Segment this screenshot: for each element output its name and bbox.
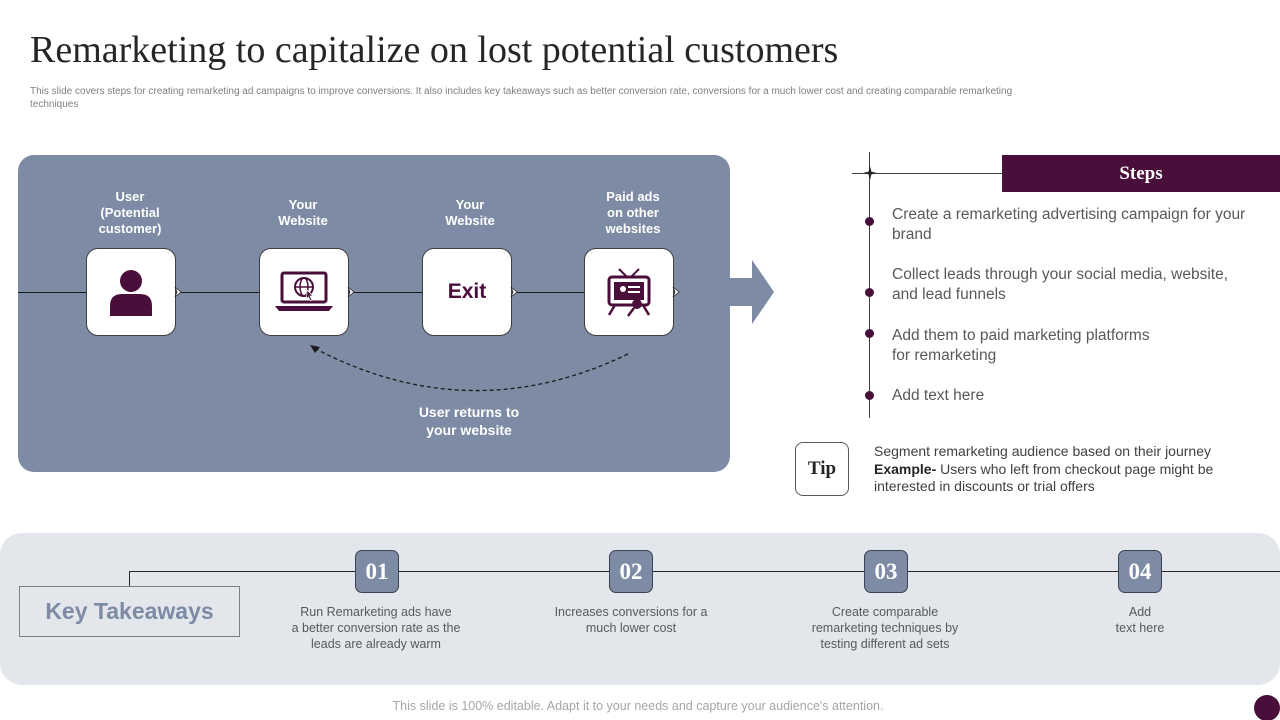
steps-timeline bbox=[869, 152, 870, 418]
step-item: Collect leads through your social media,… bbox=[892, 266, 1229, 303]
step-bullet bbox=[865, 217, 874, 226]
tip-example-label: Example- bbox=[874, 460, 937, 477]
takeaways-timeline bbox=[129, 571, 1280, 572]
chevron-right-icon bbox=[510, 286, 518, 298]
tip-text: Segment remarketing audience based on th… bbox=[874, 443, 1254, 496]
user-returns-label: User returns to your website bbox=[418, 404, 520, 438]
step-item: Add text here bbox=[892, 387, 985, 404]
tip-example-text: Users who left from checkout page might … bbox=[874, 460, 1214, 495]
flow-arrow-icon bbox=[730, 260, 774, 324]
step-bullet bbox=[865, 329, 874, 338]
flow-label-user: User (Potential customer) bbox=[98, 189, 162, 236]
flow-node-paid-ads bbox=[584, 248, 674, 336]
flow-node-exit: Exit bbox=[422, 248, 512, 336]
flow-label-paid-ads: Paid ads on other websites bbox=[605, 189, 661, 236]
step-bullet bbox=[865, 391, 874, 400]
key-takeaways-title: Key Takeaways bbox=[19, 586, 240, 637]
takeaway-text: Create comparable remarketing techniques… bbox=[811, 605, 959, 651]
flow-label-website: Your Website bbox=[278, 197, 328, 228]
page-title: Remarketing to capitalize on lost potent… bbox=[30, 29, 839, 71]
footer-note: This slide is 100% editable. Adapt it to… bbox=[392, 699, 884, 713]
page-subtitle: This slide covers steps for creating rem… bbox=[30, 86, 1013, 110]
takeaway-number: 01 bbox=[355, 550, 399, 593]
flow-label-exit-website: Your Website bbox=[445, 197, 495, 228]
chevron-right-icon bbox=[174, 286, 182, 298]
steps-header-line bbox=[852, 173, 1002, 174]
step-item: Create a remarketing advertising campaig… bbox=[892, 206, 1246, 243]
step-item: Add them to paid marketing platforms for… bbox=[892, 327, 1150, 364]
takeaway-text: Increases conversions for a much lower c… bbox=[554, 605, 708, 635]
user-icon bbox=[110, 270, 152, 316]
return-dashed-arrow bbox=[310, 345, 629, 392]
steps-header: Steps bbox=[1002, 155, 1280, 192]
takeaway-text: Run Remarketing ads have a better conver… bbox=[291, 605, 461, 651]
exit-label: Exit bbox=[447, 280, 487, 303]
corner-decoration bbox=[1254, 695, 1280, 720]
takeaway-number: 02 bbox=[609, 550, 653, 593]
chevron-right-icon bbox=[347, 286, 355, 298]
chevron-right-icon bbox=[672, 286, 680, 298]
flow-node-website bbox=[259, 248, 349, 336]
laptop-globe-icon bbox=[275, 271, 333, 311]
takeaway-number: 03 bbox=[864, 550, 908, 593]
tip-badge: Tip bbox=[795, 442, 849, 496]
flow-node-user bbox=[86, 248, 176, 336]
takeaway-number: 04 bbox=[1118, 550, 1162, 593]
tip-line: Segment remarketing audience based on th… bbox=[874, 443, 1211, 459]
takeaway-text: Add text here bbox=[1115, 605, 1165, 635]
sparkle-icon bbox=[863, 166, 877, 180]
step-bullet bbox=[865, 288, 874, 297]
takeaways-connector bbox=[129, 571, 130, 587]
tv-ad-icon bbox=[607, 268, 651, 317]
